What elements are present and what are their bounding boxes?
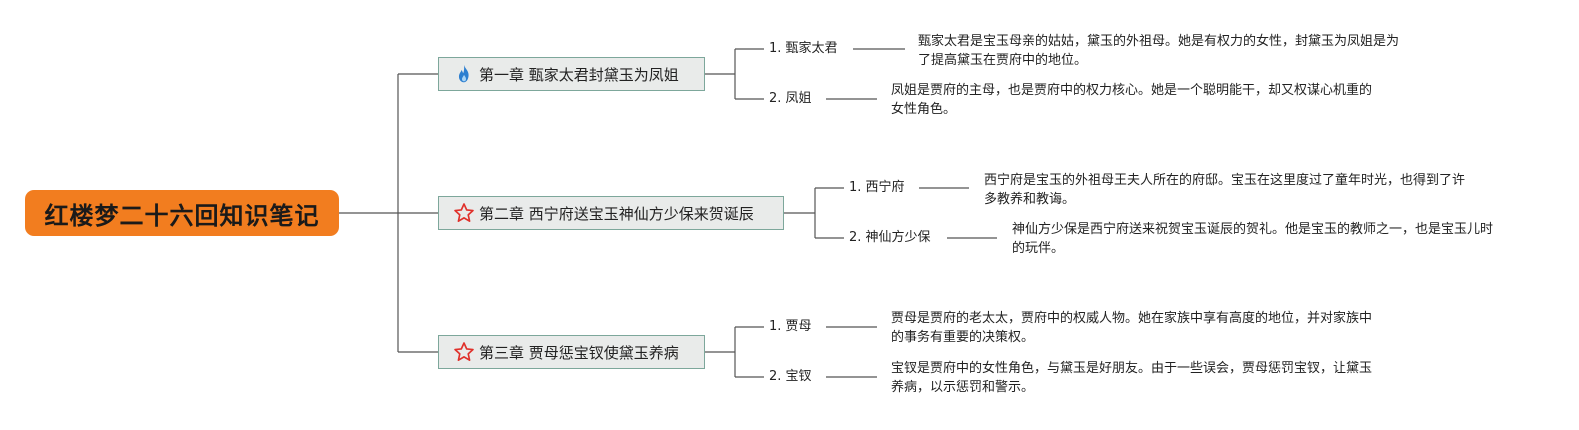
chapter-1-item-1[interactable]: 1. 甄家太君 xyxy=(769,41,838,56)
chapter-2-item-2[interactable]: 2. 神仙方少保 xyxy=(849,230,931,245)
chapter-3-topic[interactable]: 第三章 贾母惩宝钗使黛玉养病 xyxy=(438,335,705,369)
chapter-1-label: 第一章 甄家太君封黛玉为凤姐 xyxy=(479,65,679,84)
chapter-2-item-1-desc: 西宁府是宝玉的外祖母王夫人所在的府邸。宝玉在这里度过了童年时光，也得到了许多教养… xyxy=(984,173,1466,207)
star-icon xyxy=(453,341,475,363)
chapter-1-item-1-desc: 甄家太君是宝玉母亲的姑姑，黛玉的外祖母。她是有权力的女性，封黛玉为凤姐是为了提高… xyxy=(918,34,1400,68)
chapter-2-item-2-desc: 神仙方少保是西宁府送来祝贺宝玉诞辰的贺礼。他是宝玉的教师之一，也是宝玉儿时的玩伴… xyxy=(1012,222,1494,256)
chapter-2-topic[interactable]: 第二章 西宁府送宝玉神仙方少保来贺诞辰 xyxy=(438,196,784,230)
chapter-3-item-2[interactable]: 2. 宝钗 xyxy=(769,369,812,384)
chapter-3-item-2-desc: 宝钗是贾府中的女性角色，与黛玉是好朋友。由于一些误会，贾母惩罚宝钗，让黛玉养病，… xyxy=(891,361,1373,395)
chapter-3-label: 第三章 贾母惩宝钗使黛玉养病 xyxy=(479,343,679,362)
chapter-1-item-2-desc: 凤姐是贾府的主母，也是贾府中的权力核心。她是一个聪明能干，却又权谋心机重的女性角… xyxy=(891,83,1373,117)
chapter-2-label: 第二章 西宁府送宝玉神仙方少保来贺诞辰 xyxy=(479,204,754,223)
chapter-3-item-1-desc: 贾母是贾府的老太太，贾府中的权威人物。她在家族中享有高度的地位，并对家族中的事务… xyxy=(891,311,1373,345)
chapter-3-item-1[interactable]: 1. 贾母 xyxy=(769,319,812,334)
chapter-1-topic[interactable]: 第一章 甄家太君封黛玉为凤姐 xyxy=(438,57,705,91)
chapter-2-item-1[interactable]: 1. 西宁府 xyxy=(849,180,905,195)
root-topic[interactable]: 红楼梦二十六回知识笔记 xyxy=(25,190,339,236)
fire-icon xyxy=(453,63,475,85)
chapter-1-item-2[interactable]: 2. 凤姐 xyxy=(769,91,812,106)
star-icon xyxy=(453,202,475,224)
